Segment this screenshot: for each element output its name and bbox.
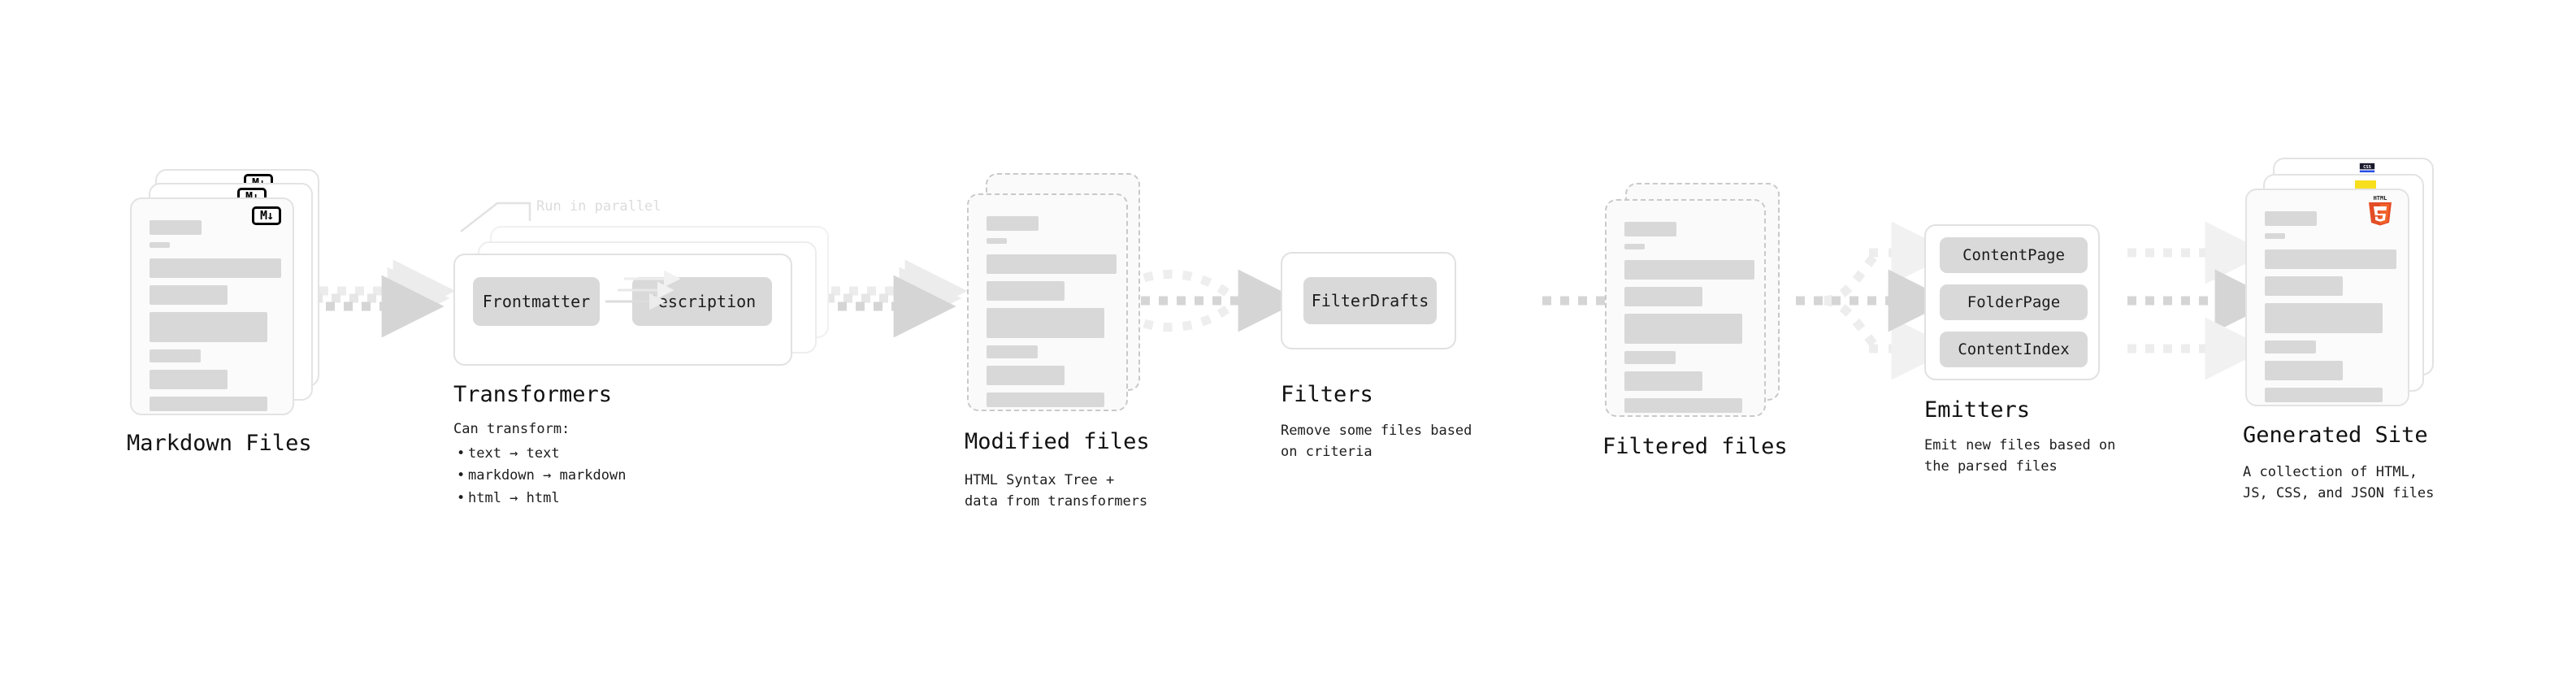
filters-subtitle: Remove some files based on criteria [1281,423,1472,461]
generated-site-subtitle: A collection of HTML, JS, CSS, and JSON … [2243,464,2435,502]
html5-icon: HTML [2366,193,2395,226]
markdown-files-title: Markdown Files [127,431,312,456]
modified-files-subtitle: HTML Syntax Tree + data from transformer… [965,472,1148,510]
filters-panel: FilterDrafts [1281,252,1456,349]
modified-files-title: Modified files [965,429,1150,454]
generated-site-title: Generated Site [2243,423,2428,448]
transformer-step-description[interactable]: Description [632,277,772,326]
emitter-step-contentpage[interactable]: ContentPage [1940,237,2088,273]
transformers-list-lead: Can transform: [453,421,570,437]
markdown-icon-front: M↓ [252,206,281,225]
svg-text:HTML: HTML [2374,195,2387,202]
emitters-panel: ContentPage FolderPage ContentIndex [1924,224,2100,380]
svg-text:CSS: CSS [2363,165,2371,170]
emitter-step-contentindex[interactable]: ContentIndex [1940,332,2088,367]
markdown-card-front [130,197,294,415]
arrow-modified-to-filters [1141,269,1301,332]
arrow-markdown-to-transformers [308,259,456,338]
emitters-title: Emitters [1924,397,2031,423]
transformers-capability-list: Can transform: text → text markdown → ma… [453,419,626,510]
generated-skeleton [2265,211,2396,410]
emitters-subtitle: Emit new files based on the parsed files [1924,437,2116,475]
modified-card-front [967,193,1128,411]
run-in-parallel-label: Run in parallel [536,198,661,215]
arrow-emitters-to-site [2127,221,2278,380]
transformer-step-frontmatter[interactable]: Frontmatter [473,277,600,326]
filtered-skeleton [1624,222,1754,420]
transform-item-html: html → html [457,488,626,510]
filter-step-filterdrafts[interactable]: FilterDrafts [1303,277,1437,324]
filters-title: Filters [1281,382,1373,407]
emitter-step-folderpage[interactable]: FolderPage [1940,284,2088,320]
arrow-filtered-to-emitters [1796,221,1954,380]
transform-item-text: text → text [457,443,626,466]
modified-skeleton [987,216,1117,414]
markdown-skeleton [150,220,281,419]
transformers-panel-front: Frontmatter Description [453,254,792,366]
css-icon: CSS [2359,163,2375,175]
arrow-transformers-to-modified [820,259,968,338]
transformers-title: Transformers [453,382,613,407]
filtered-card-front [1605,199,1766,417]
filtered-files-title: Filtered files [1602,434,1788,459]
transform-item-markdown: markdown → markdown [457,465,627,488]
